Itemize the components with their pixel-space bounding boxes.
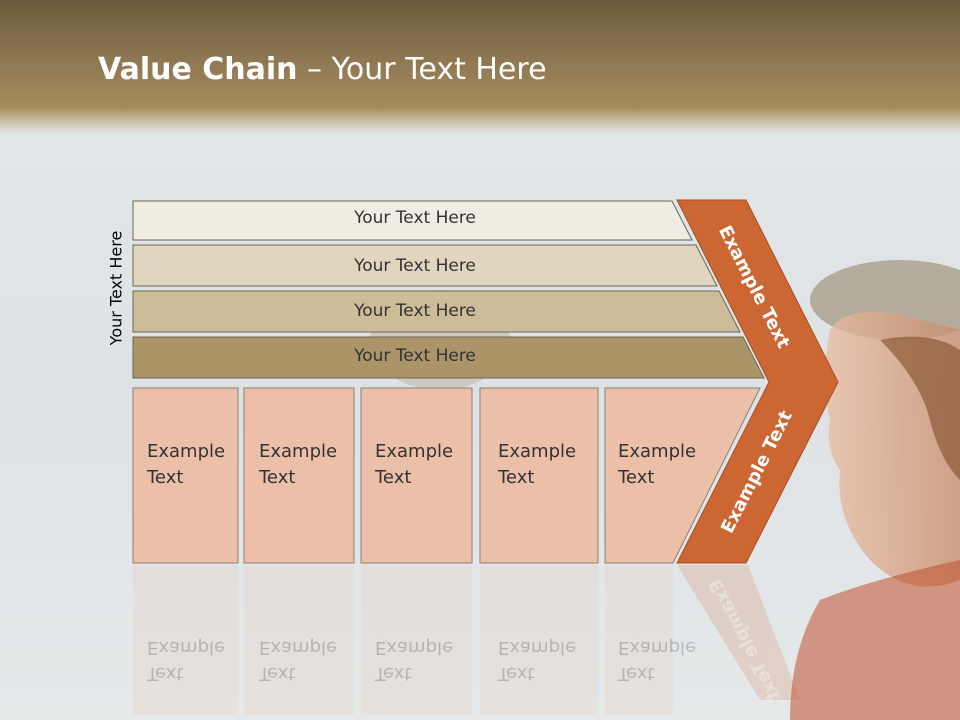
box-2-line2: Text bbox=[259, 467, 296, 488]
box-5 bbox=[604, 387, 761, 564]
row-3 bbox=[132, 290, 741, 333]
box-2-refl-line1: Example bbox=[259, 637, 338, 658]
row-1-label: Your Text Here bbox=[354, 208, 476, 228]
reflection-box-2 bbox=[244, 565, 354, 715]
reflection-box-5 bbox=[605, 565, 673, 715]
title-bar bbox=[0, 0, 960, 135]
box-5-line1: Example bbox=[618, 441, 697, 462]
box-5-line2: Text bbox=[618, 467, 655, 488]
row-2-label: Your Text Here bbox=[354, 256, 476, 276]
chevron-arrow bbox=[676, 199, 839, 564]
box-1-line1: Example bbox=[147, 441, 226, 462]
box-1-line2: Text bbox=[147, 467, 184, 488]
box-2 bbox=[243, 387, 355, 564]
box-3 bbox=[360, 387, 473, 564]
box-2-reflection: Text Example bbox=[259, 634, 359, 686]
row-4 bbox=[132, 336, 765, 379]
title-bold: Value Chain bbox=[98, 52, 298, 87]
slide-title: Value Chain – Your Text Here bbox=[98, 52, 547, 87]
box-1 bbox=[132, 387, 239, 564]
box-4-line2: Text bbox=[498, 467, 535, 488]
box-1-reflection: Text Example bbox=[147, 634, 247, 686]
box-5-reflection: Text Example bbox=[618, 634, 718, 686]
title-rest: – Your Text Here bbox=[297, 52, 547, 87]
box-3-refl-line1: Example bbox=[375, 637, 454, 658]
row-2 bbox=[132, 244, 718, 287]
hair-shape bbox=[880, 336, 960, 480]
reflection-box-3 bbox=[361, 565, 472, 715]
row-4-label: Your Text Here bbox=[354, 346, 476, 366]
row-1 bbox=[132, 200, 693, 241]
box-1-refl-line2: Text bbox=[147, 663, 184, 684]
box-5-refl-line2: Text bbox=[618, 663, 655, 684]
box-1-refl-line1: Example bbox=[147, 637, 226, 658]
box-2-refl-line2: Text bbox=[259, 663, 296, 684]
box-4-refl-line2: Text bbox=[498, 663, 535, 684]
box-3-line2: Text bbox=[375, 467, 412, 488]
box-4-reflection: Text Example bbox=[498, 634, 598, 686]
reflection-chevron bbox=[677, 565, 800, 700]
box-4 bbox=[479, 387, 599, 564]
box-4-refl-line1: Example bbox=[498, 637, 577, 658]
box-2-line1: Example bbox=[259, 441, 338, 462]
reflection bbox=[133, 565, 800, 715]
reflection-box-4 bbox=[480, 565, 598, 715]
box-3-line1: Example bbox=[375, 441, 454, 462]
row-3-label: Your Text Here bbox=[354, 301, 476, 321]
shirt-shape bbox=[790, 560, 960, 720]
reflection-box-1 bbox=[133, 565, 238, 715]
box-4-line1: Example bbox=[498, 441, 577, 462]
box-3-refl-line2: Text bbox=[375, 663, 412, 684]
box-5-refl-line1: Example bbox=[618, 637, 697, 658]
box-3-reflection: Text Example bbox=[375, 634, 475, 686]
